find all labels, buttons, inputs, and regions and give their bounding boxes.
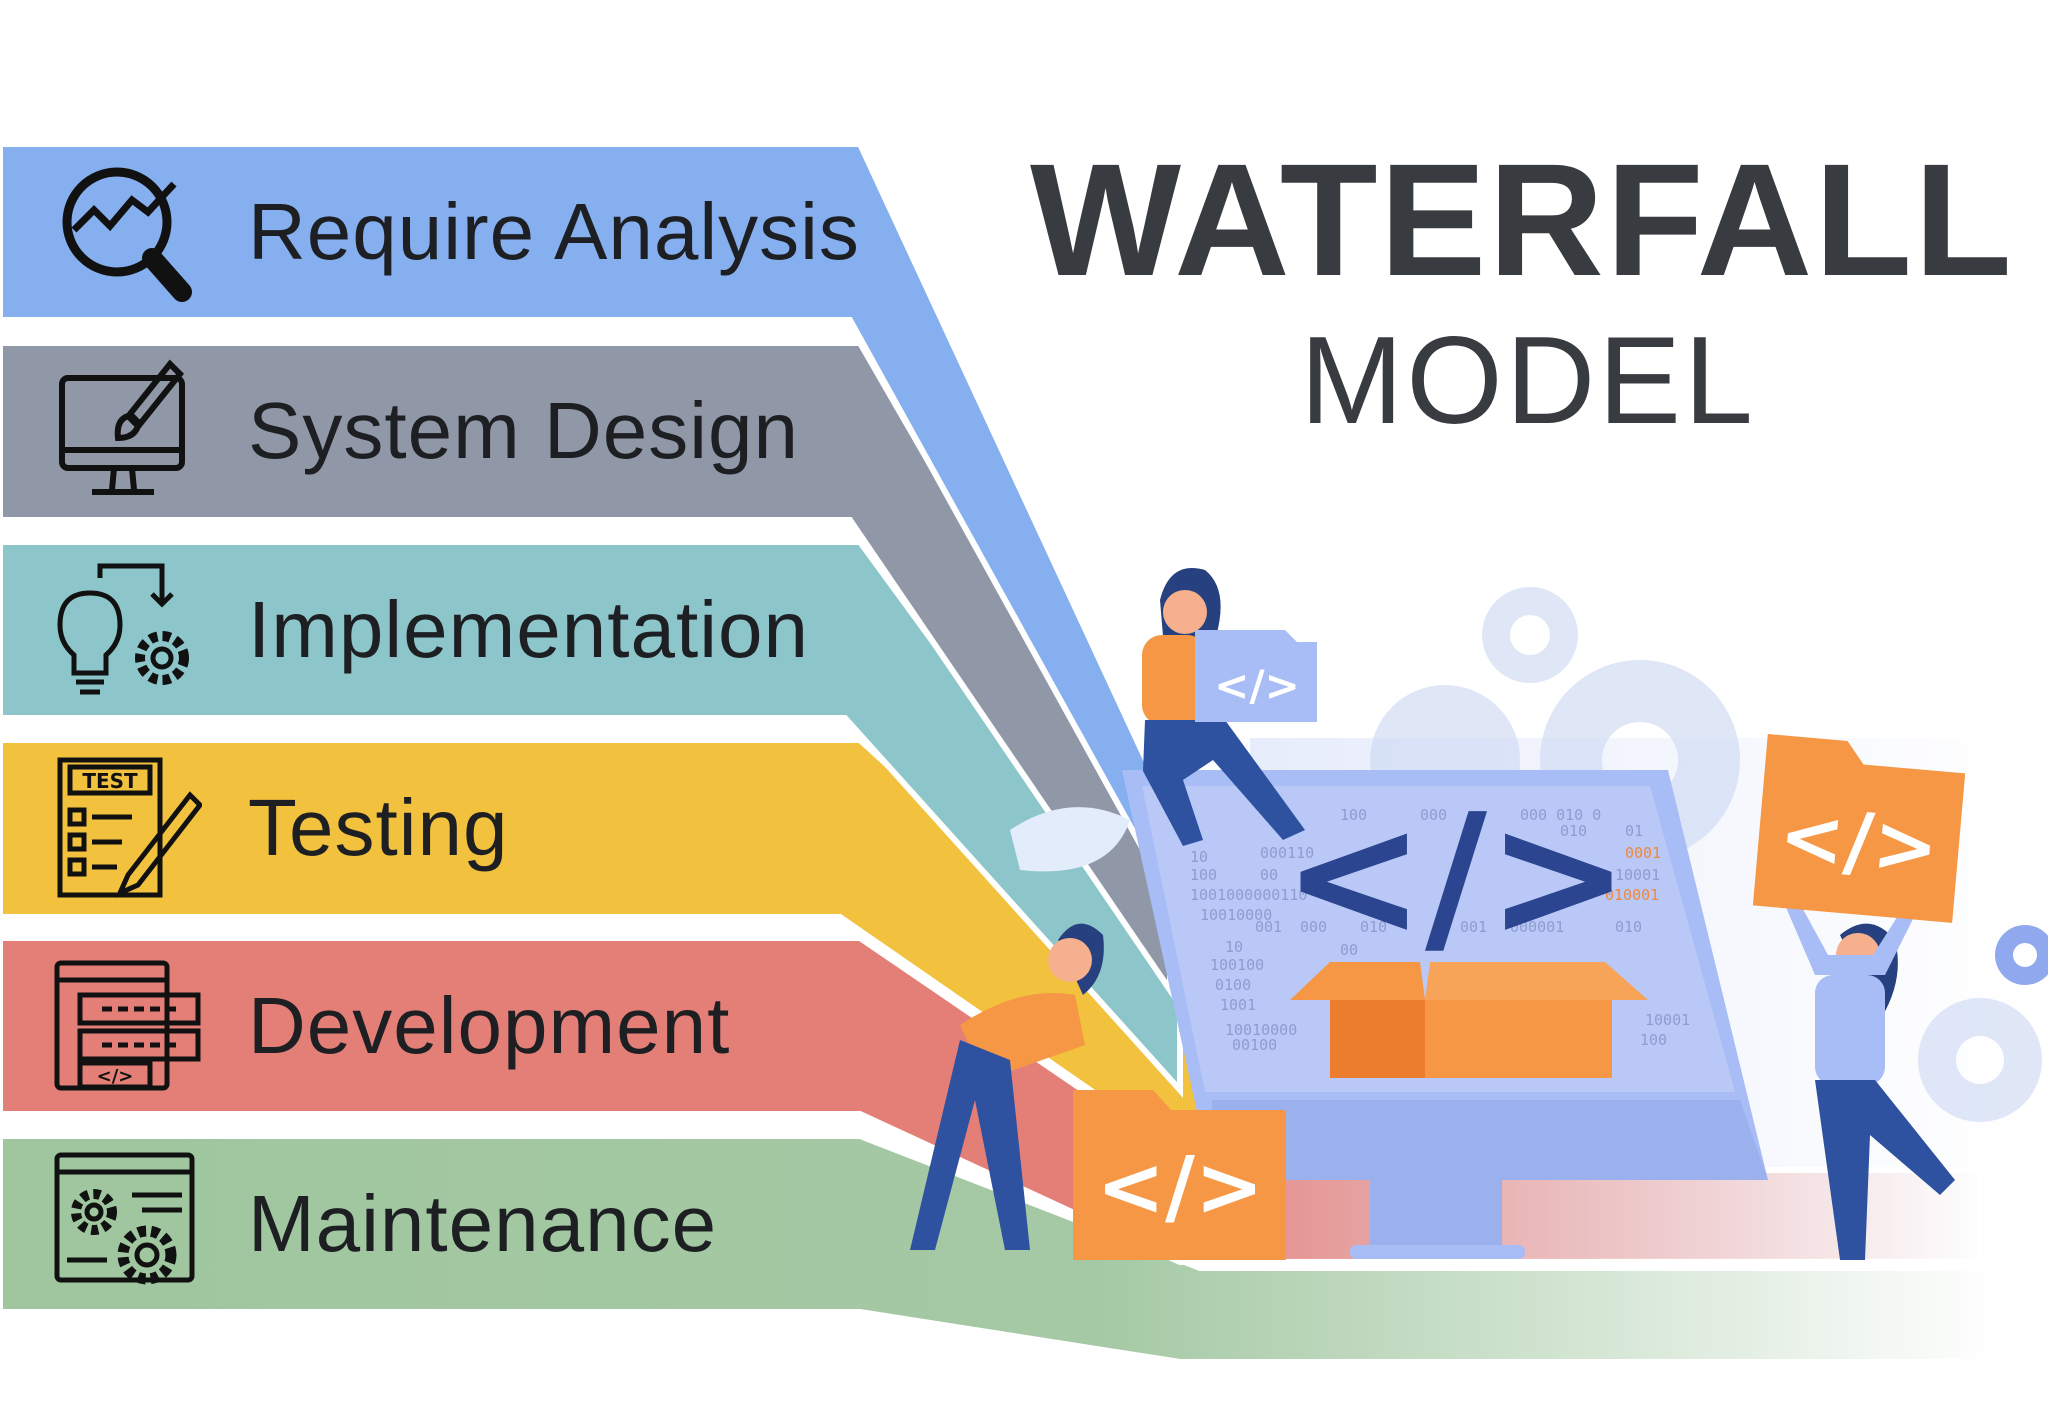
phase-label-require-analysis: Require Analysis [248,187,860,276]
binary-string: 000001 [1510,918,1564,936]
band-teal [0,539,1183,1098]
binary-string: 10010000 [1200,906,1272,924]
binary-string: 01 [1625,822,1643,840]
binary-string: 100 [1340,806,1367,824]
person-holding-folder: </> [1752,734,1966,1260]
person-sitting: </> [1142,568,1317,846]
binary-string: 0001 [1625,844,1661,862]
binary-string: 010 [1615,918,1642,936]
leaf [1010,807,1130,872]
binary-string: 1001000000110 [1190,886,1307,904]
code-window-icon: </> [54,960,201,1091]
binary-string: 00 [1340,941,1358,959]
phase-label-system-design: System Design [248,386,799,475]
folder-code-symbol: </> [1214,661,1300,710]
phase-label-development: Development [248,981,731,1070]
binary-string: 001 [1255,918,1282,936]
band-green [0,1133,2003,1365]
binary-string: 010 [1360,918,1387,936]
code-symbol: </> [1283,778,1630,976]
phase-label-maintenance: Maintenance [248,1179,718,1268]
binary-string: 1001 [1220,996,1256,1014]
title-sub: MODEL [1300,312,1756,450]
person-bending: </> [910,923,1286,1260]
svg-text:TEST: TEST [82,769,138,793]
magnifier-chart-icon [62,167,192,302]
binary-string: 010 [1560,822,1587,840]
binary-string: 000110 [1260,844,1314,862]
lightbulb-gear-icon [57,563,189,695]
binary-string: 000 010 0 [1520,806,1601,824]
binary-string: 001 [1460,918,1487,936]
binary-string: 000 [1300,918,1327,936]
binary-string: 100 [1640,1031,1667,1049]
binary-string: 010001 [1605,886,1659,904]
binary-string: 10 [1225,938,1243,956]
open-box [1290,962,1648,1078]
svg-text:</>: </> [97,1066,134,1087]
binary-string: 0100 [1215,976,1251,994]
title-main: WATERFALL [1030,130,2014,309]
binary-string: 10 [1190,848,1208,866]
monitor-paintbrush-icon [59,359,185,495]
test-checklist-icon: TEST [57,757,202,898]
binary-string: 000 [1420,806,1447,824]
binary-string: 10001 [1645,1011,1690,1029]
binary-string: 100 [1190,866,1217,884]
binary-string: 10010000 [1225,1021,1297,1039]
folder-code-symbol: </> [1096,1140,1263,1235]
phase-label-implementation: Implementation [248,585,809,674]
settings-window-icon [54,1152,195,1285]
binary-string: 100100 [1210,956,1264,974]
binary-string: 00100 [1232,1036,1277,1054]
binary-string: 10001 [1615,866,1660,884]
binary-string: 00 [1260,866,1278,884]
folder-code-symbol: </> [1776,791,1942,895]
phase-label-testing: Testing [248,783,509,872]
